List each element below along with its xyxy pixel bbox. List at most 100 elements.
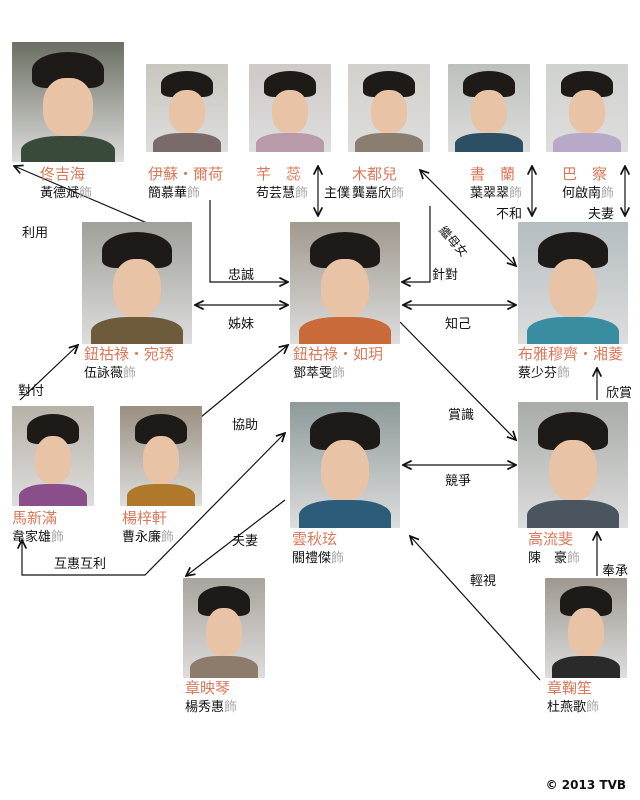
character-caption: 鈕祜祿・宛琇伍詠薇飾 (84, 346, 174, 381)
role-suffix: 飾 (224, 699, 238, 715)
label-use: 利用 (22, 226, 49, 241)
character-photo (82, 222, 192, 344)
arrow-loyalty (209, 200, 288, 282)
character-name: 書 蘭 (470, 165, 516, 183)
actor-name: 陳 豪 (528, 550, 568, 566)
role-suffix: 飾 (567, 550, 581, 566)
character-name: 佟吉海 (40, 165, 86, 183)
role-suffix: 飾 (51, 529, 65, 545)
actor-name: 何啟南 (562, 185, 602, 201)
copyright: © 2013 TVB (545, 778, 626, 792)
character-photo (545, 578, 627, 678)
character-photo (249, 64, 331, 152)
role-suffix: 飾 (586, 699, 600, 715)
character-caption: 芊 蕊苟芸慧飾 (256, 166, 308, 201)
character-photo (12, 42, 124, 162)
character-caption: 高流斐陳 豪飾 (528, 531, 580, 566)
character-caption: 鈕祜祿・如玥鄧萃雯飾 (293, 346, 383, 381)
character-caption: 章映琴楊秀惠飾 (185, 680, 237, 715)
label-confidant: 知己 (445, 317, 472, 332)
character-caption: 巴 察何啟南飾 (562, 166, 614, 201)
character-caption: 木都兒龔嘉欣飾 (352, 166, 404, 201)
actor-name: 關禮傑 (292, 550, 332, 566)
arrow-assist (194, 345, 288, 423)
role-suffix: 飾 (391, 185, 405, 201)
character-name: 布雅穆齊・湘菱 (518, 345, 624, 363)
arrow-appreciate (399, 321, 516, 440)
character-caption: 書 蘭葉翠翠飾 (470, 166, 522, 201)
character-caption: 楊梓軒曹永廉飾 (122, 510, 174, 545)
actor-name: 黃德斌 (40, 185, 80, 201)
character-name: 芊 蕊 (256, 165, 302, 183)
label-spouses-bottom: 夫妻 (232, 534, 259, 549)
character-photo (518, 222, 628, 344)
character-photo (290, 222, 400, 344)
role-suffix: 飾 (123, 365, 137, 381)
actor-name: 簡慕華 (148, 185, 188, 201)
label-master-servant: 主僕 (324, 186, 351, 201)
role-suffix: 飾 (557, 365, 571, 381)
character-photo (290, 402, 400, 528)
label-flatter: 奉承 (602, 564, 629, 579)
character-photo (448, 64, 530, 152)
character-photo (146, 64, 228, 152)
character-photo (120, 406, 202, 506)
role-suffix: 飾 (187, 185, 201, 201)
actor-name: 苟芸慧 (256, 185, 296, 201)
role-suffix: 飾 (295, 185, 309, 201)
label-appreciate: 賞識 (448, 408, 475, 423)
label-disdain: 輕視 (470, 574, 497, 589)
actor-name: 伍詠薇 (84, 365, 124, 381)
arrow-disdain (410, 536, 541, 681)
arrow-target (402, 206, 431, 282)
character-name: 木都兒 (352, 165, 398, 183)
character-photo (183, 578, 265, 678)
character-name: 馬新滿 (12, 509, 58, 527)
actor-name: 龔嘉欣 (352, 185, 392, 201)
character-name: 高流斐 (528, 530, 574, 548)
role-suffix: 飾 (509, 185, 523, 201)
label-compete: 競爭 (445, 474, 472, 489)
character-name: 鈕祜祿・如玥 (293, 345, 384, 363)
actor-name: 楊秀惠 (185, 699, 225, 715)
actor-name: 曹永廉 (122, 529, 162, 545)
character-name: 伊蘇・爾荷 (148, 165, 224, 183)
character-caption: 布雅穆齊・湘菱蔡少芬飾 (518, 346, 623, 381)
actor-name: 鄧萃雯 (293, 365, 333, 381)
character-caption: 雲秋玹關禮傑飾 (292, 531, 344, 566)
character-photo (518, 402, 628, 528)
character-caption: 馬新滿韋家雄飾 (12, 510, 64, 545)
character-caption: 伊蘇・爾荷簡慕華飾 (148, 166, 223, 201)
role-suffix: 飾 (331, 550, 345, 566)
character-name: 雲秋玹 (292, 530, 338, 548)
actor-name: 韋家雄 (12, 529, 52, 545)
character-name: 巴 察 (562, 165, 608, 183)
role-suffix: 飾 (332, 365, 346, 381)
label-sisters: 姊妹 (228, 317, 255, 332)
character-caption: 章鞠笙杜燕歌飾 (547, 680, 599, 715)
character-caption: 佟吉海黃德斌飾 (40, 166, 92, 201)
label-assist: 協助 (232, 418, 259, 433)
label-loyalty: 忠誠 (228, 268, 255, 283)
character-photo (348, 64, 430, 152)
arrow-oppose (19, 345, 78, 401)
label-discord: 不和 (496, 207, 523, 222)
character-name: 章鞠笙 (547, 679, 593, 697)
arrow-spouses-bottom (186, 499, 286, 576)
label-admire: 欣賞 (606, 386, 633, 401)
label-spouses-top: 夫妻 (588, 207, 615, 222)
label-target: 針對 (432, 268, 459, 283)
actor-name: 蔡少芬 (518, 365, 558, 381)
arrow-mutual-benefit (22, 433, 285, 576)
label-oppose: 對付 (18, 384, 45, 399)
role-suffix: 飾 (161, 529, 175, 545)
actor-name: 葉翠翠 (470, 185, 510, 201)
arrow-stepmother (420, 170, 516, 266)
character-name: 楊梓軒 (122, 509, 168, 527)
actor-name: 杜燕歌 (547, 699, 587, 715)
label-mutual-benefit: 互惠互利 (54, 557, 107, 572)
character-name: 鈕祜祿・宛琇 (84, 345, 175, 363)
character-name: 章映琴 (185, 679, 231, 697)
character-photo (12, 406, 94, 506)
